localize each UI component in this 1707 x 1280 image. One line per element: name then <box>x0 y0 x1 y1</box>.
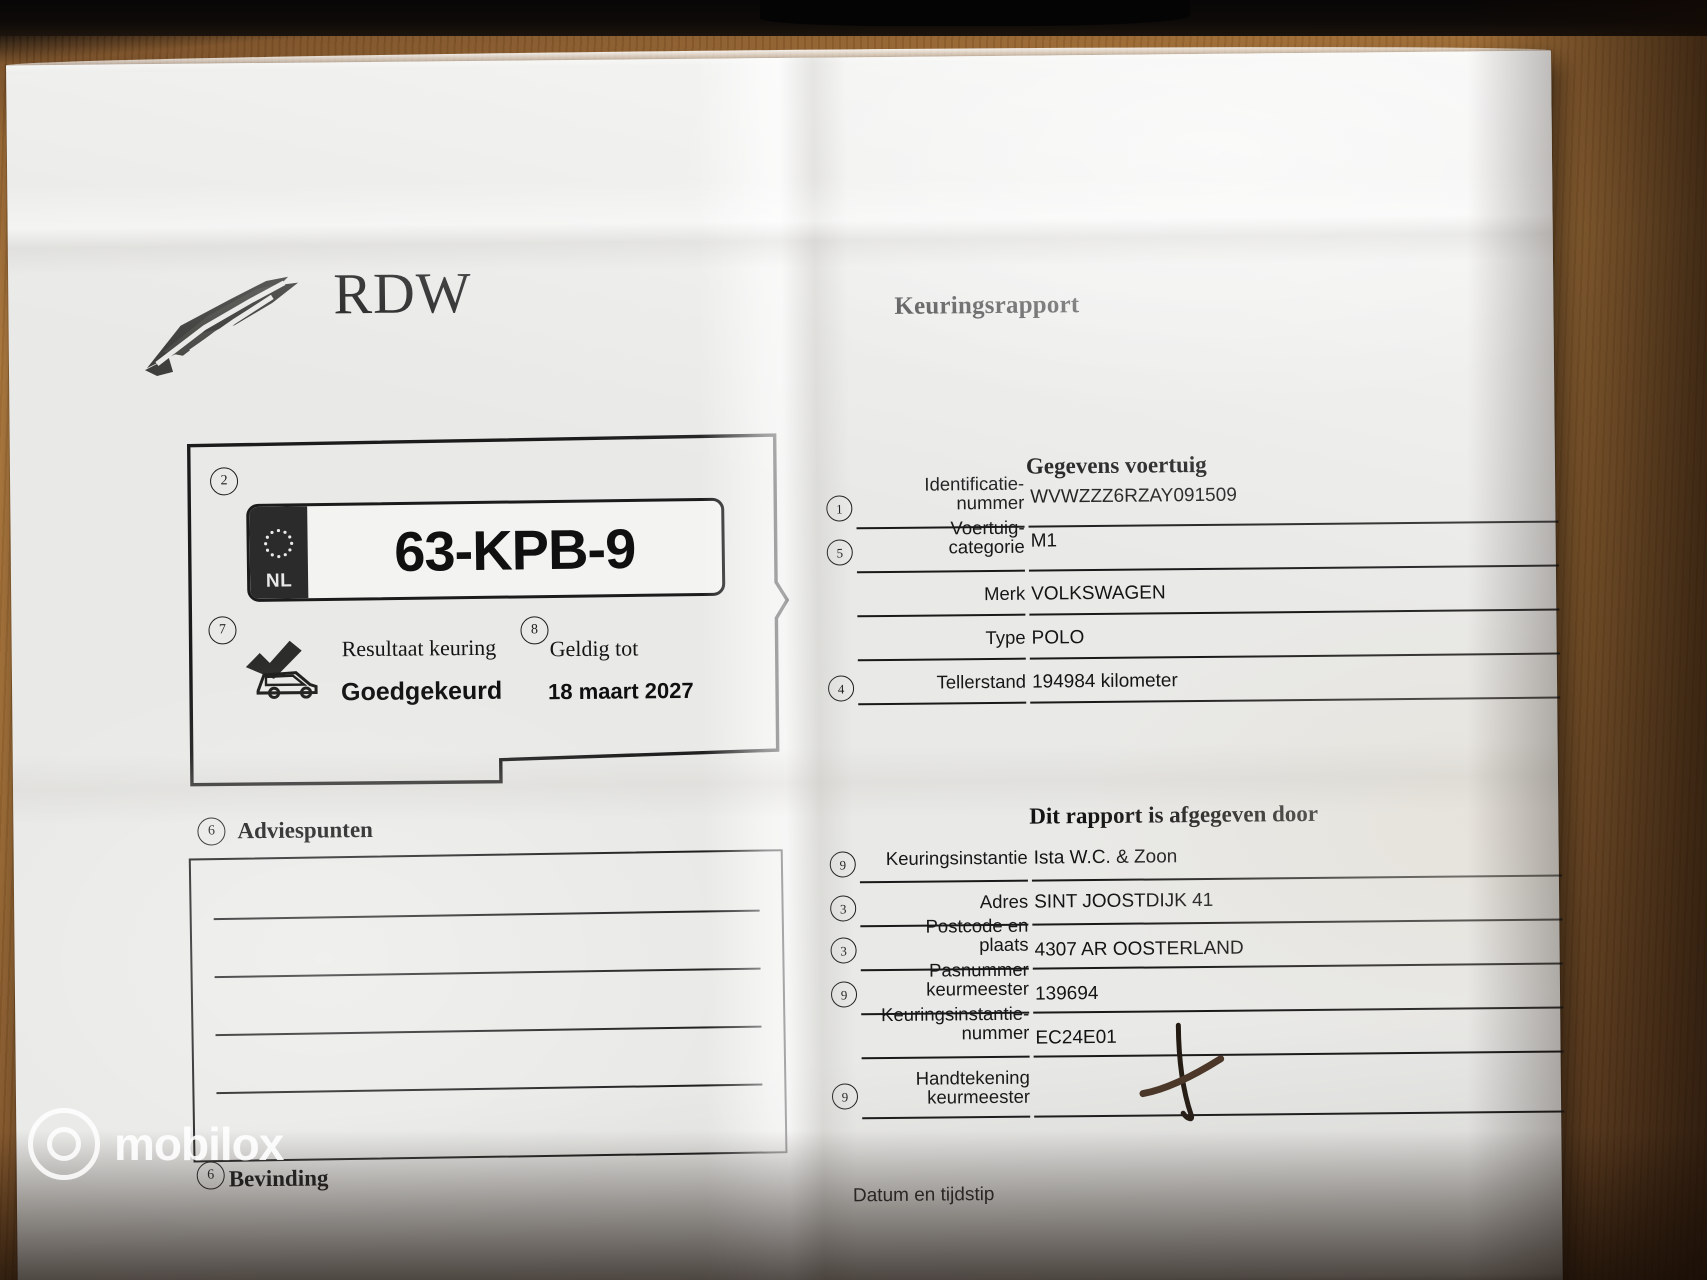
row-value: SINT JOOSTDIJK 41 <box>1034 889 1214 913</box>
result-callout-box <box>186 432 790 788</box>
rdw-road-arrow-logo <box>138 259 309 381</box>
row-value: POLO <box>1031 627 1085 649</box>
result-label: Resultaat keuring <box>341 634 497 662</box>
inspection-report-paper: RDW Keuringsrapport 2 <box>5 42 1565 1280</box>
row-label: Voertuig-categorie <box>948 516 1025 558</box>
desk-bottom-shadow <box>0 1130 1707 1280</box>
row-label: Merk <box>983 582 1026 605</box>
mobilox-ring-logo <box>28 1108 100 1180</box>
handwritten-signature-mark <box>1120 1018 1261 1124</box>
field-marker-8: 8 <box>520 616 549 645</box>
row-label: Tellerstand <box>936 670 1027 693</box>
row-label: Keuringsinstantie-nummer <box>881 1002 1030 1044</box>
desk-right-shadow <box>1467 0 1707 1280</box>
vehicle-section-title: Gegevens voertuig <box>1025 451 1207 479</box>
table-row: 4 Tellerstand 194984 kilometer <box>818 655 1561 706</box>
brand-title: RDW <box>332 259 472 327</box>
vehicle-data-table: 1 Identificatie-nummer WVWZZZ6RZAY091509… <box>816 443 1561 706</box>
row-value: 194984 kilometer <box>1031 670 1178 693</box>
field-marker-7: 7 <box>208 616 237 645</box>
result-value: Goedgekeurd <box>340 676 503 707</box>
valid-until-value: 18 maart 2027 <box>547 677 694 705</box>
row-value: 139694 <box>1034 983 1099 1005</box>
field-marker-2: 2 <box>209 467 239 496</box>
country-code-label: NL <box>265 570 293 592</box>
eu-country-badge: NL <box>249 506 309 599</box>
adviespunten-title: Adviespunten <box>237 816 374 844</box>
watermark-text: mobilox <box>114 1118 284 1170</box>
row-value: WVWZZZ6RZAY091509 <box>1030 484 1237 508</box>
license-plate: NL 63-KPB-9 <box>246 497 726 602</box>
table-row: 5 Voertuig-categorie M1 <box>817 517 1559 574</box>
row-value: VOLKSWAGEN <box>1031 582 1166 605</box>
valid-until-label: Geldig tot <box>549 635 639 662</box>
table-row: 9 Keuringsinstantie Ista W.C. & Zoon <box>820 833 1562 884</box>
row-value: M1 <box>1030 530 1058 552</box>
table-row: Merk VOLKSWAGEN <box>817 567 1560 618</box>
row-value: 4307 AR OOSTERLAND <box>1034 937 1244 961</box>
field-marker-6-advice: 6 <box>197 817 226 846</box>
table-row: Type POLO <box>817 611 1560 662</box>
row-label: Identificatie-nummer <box>924 472 1025 514</box>
eu-stars-icon <box>264 528 294 559</box>
car-approved-icon <box>244 632 329 700</box>
report-title: Keuringsrapport <box>894 291 1080 320</box>
mobilox-watermark: mobilox <box>28 1108 284 1180</box>
desk-dark-object <box>760 0 1190 26</box>
issuer-data-table: 9 Keuringsinstantie Ista W.C. & Zoon 3 A… <box>820 833 1565 1120</box>
row-value: EC24E01 <box>1035 1026 1117 1049</box>
issuer-section-title: Dit rapport is afgegeven door <box>1029 800 1319 829</box>
plate-number: 63-KPB-9 <box>393 516 636 583</box>
row-label: Keuringsinstantie <box>885 846 1028 870</box>
row-value: Ista W.C. & Zoon <box>1033 846 1178 869</box>
row-label: Type <box>985 626 1026 649</box>
row-label: Adres <box>979 890 1029 913</box>
